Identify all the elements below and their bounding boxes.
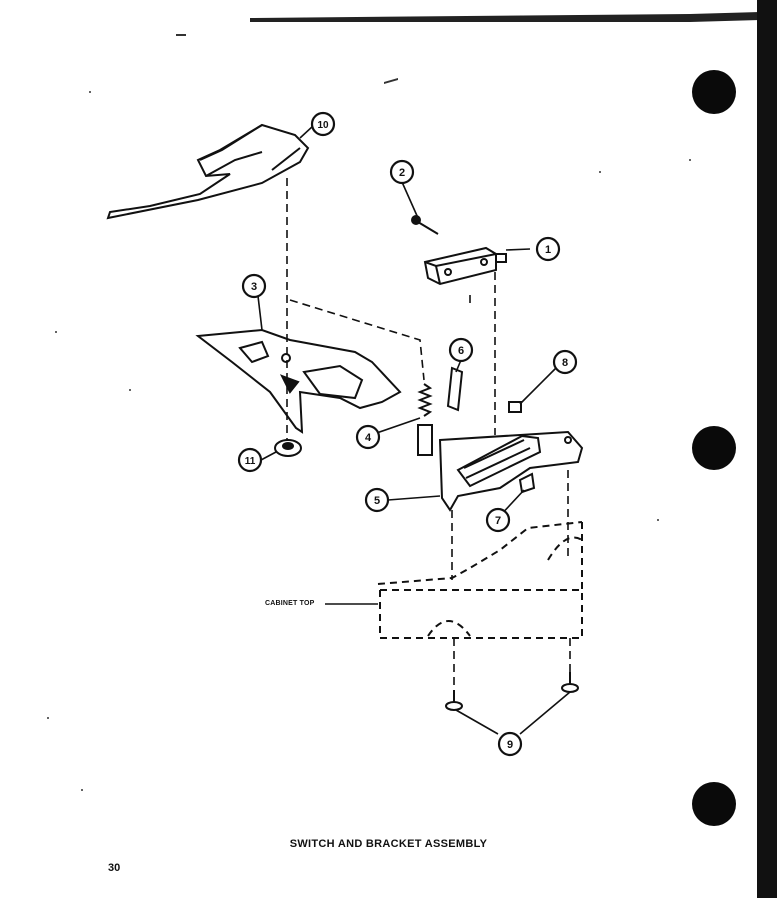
alignment-lines [286, 178, 571, 690]
callout-circle-9 [497, 731, 523, 757]
callout-circle-2 [389, 159, 415, 185]
diagram-caption: SWITCH AND BRACKET ASSEMBLY [289, 838, 488, 850]
callout-circle-5 [364, 487, 390, 513]
callout-6: 6 [458, 345, 464, 357]
part-handle-lever [106, 123, 310, 220]
callout-circle-6 [448, 337, 474, 363]
part-clip [446, 366, 464, 412]
part-spring [417, 383, 433, 456]
binder-hole [692, 782, 736, 826]
scan-edge [250, 0, 777, 898]
part-bracket-plate [195, 328, 402, 434]
binder-hole [692, 70, 736, 114]
part-switch [423, 246, 507, 286]
part-grommet [274, 439, 302, 457]
callout-9: 9 [507, 739, 513, 751]
callout-1: 1 [545, 244, 551, 256]
scan-specks [47, 34, 691, 791]
callout-8: 8 [562, 357, 568, 369]
cabinet-top-label: CABINET TOP [265, 600, 315, 607]
callout-circles [237, 111, 578, 757]
callout-circle-4 [355, 424, 381, 450]
callout-labels: 1 2 3 4 5 6 7 8 9 10 11 [245, 120, 568, 751]
callout-circle-1 [535, 236, 561, 262]
part-tab [518, 472, 536, 494]
part-mounting-bracket [438, 430, 584, 512]
callout-circle-10 [310, 111, 336, 137]
callout-7: 7 [495, 515, 501, 527]
callout-4: 4 [365, 432, 372, 444]
callout-circle-3 [241, 273, 267, 299]
callout-3: 3 [251, 281, 257, 293]
part-screw [411, 215, 439, 235]
page-number: 30 [108, 862, 121, 874]
callout-11: 11 [245, 456, 256, 467]
callout-5: 5 [374, 495, 380, 507]
callout-10: 10 [317, 120, 329, 131]
binder-hole [692, 426, 736, 470]
callout-2: 2 [399, 167, 405, 179]
cabinet-top-outline [377, 521, 583, 639]
part-nut [508, 401, 522, 413]
part-bottom-screws [445, 672, 579, 711]
callout-circle-7 [485, 507, 511, 533]
callout-circle-8 [552, 349, 578, 375]
callout-circle-11 [237, 447, 263, 473]
